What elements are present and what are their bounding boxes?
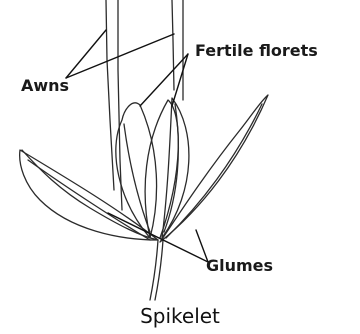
floret-center <box>145 100 178 238</box>
glumes <box>20 95 268 242</box>
glume-left-inner <box>28 160 150 240</box>
glumes-label: Glumes <box>206 256 273 275</box>
awn-right <box>172 0 174 90</box>
awn-left <box>106 0 114 190</box>
pointer-awns-left <box>66 30 106 78</box>
stalk <box>150 240 163 300</box>
fertile-florets-label: Fertile florets <box>195 41 318 60</box>
glume-right-inner <box>166 104 262 238</box>
figure-caption: Spikelet <box>0 304 360 328</box>
awns-label: Awns <box>21 76 69 95</box>
pointer-florets-left <box>140 54 188 106</box>
floret-right <box>162 98 189 238</box>
pointer-awns-right <box>66 34 174 78</box>
glume-left <box>20 150 158 240</box>
floret-left <box>116 103 157 238</box>
pointer-lines <box>66 30 208 262</box>
